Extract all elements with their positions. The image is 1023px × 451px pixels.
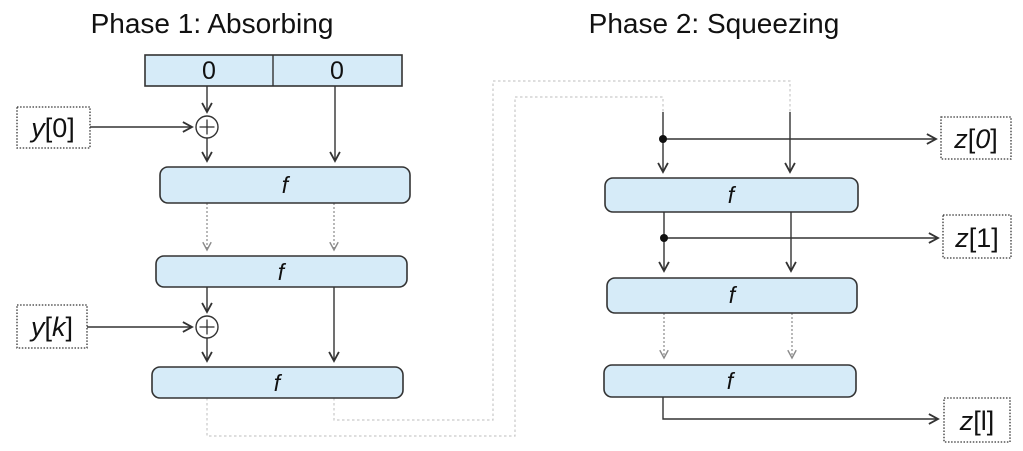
input-label-y0: y[0] <box>16 106 91 149</box>
state-cell-capacity: 0 <box>330 57 344 85</box>
f-box-squeeze-3: f <box>603 364 857 398</box>
svg-text:z[l]: z[l] <box>959 406 995 436</box>
svg-text:z[0]: z[0] <box>953 124 998 154</box>
xor-node-1 <box>195 115 219 139</box>
xor-node-2 <box>195 315 219 339</box>
input-label-yk: y[k] <box>16 304 88 349</box>
output-label-zl: z[l] <box>943 397 1011 443</box>
branch-dot-z1 <box>660 234 668 242</box>
phase1-title: Phase 1: Absorbing <box>91 8 334 39</box>
f-label: f <box>274 370 283 396</box>
output-label-z1: z[1] <box>942 214 1012 259</box>
arrow-sqf3-to-zl <box>662 397 940 425</box>
svg-text:z[1]: z[1] <box>954 223 999 253</box>
initial-state-register: 0 0 <box>144 54 403 87</box>
svg-text:y[k]: y[k] <box>29 312 73 342</box>
f-label: f <box>728 182 737 208</box>
routing-path-rate <box>206 96 664 437</box>
output-label-z0: z[0] <box>940 116 1012 160</box>
svg-text:y[0]: y[0] <box>29 113 75 143</box>
state-cell-rate: 0 <box>202 57 216 85</box>
phase2-title: Phase 2: Squeezing <box>589 8 840 39</box>
f-label: f <box>278 259 287 285</box>
f-box-squeeze-2: f <box>606 277 858 314</box>
routing-path-capacity <box>333 80 791 421</box>
f-box-squeeze-1: f <box>604 177 859 213</box>
f-box-absorb-1: f <box>159 166 411 204</box>
f-box-absorb-2: f <box>155 255 408 288</box>
f-label: f <box>727 368 736 394</box>
f-label: f <box>729 282 738 308</box>
branch-dot-z0 <box>659 135 667 143</box>
f-box-absorb-3: f <box>151 366 404 399</box>
f-label: f <box>282 172 291 198</box>
